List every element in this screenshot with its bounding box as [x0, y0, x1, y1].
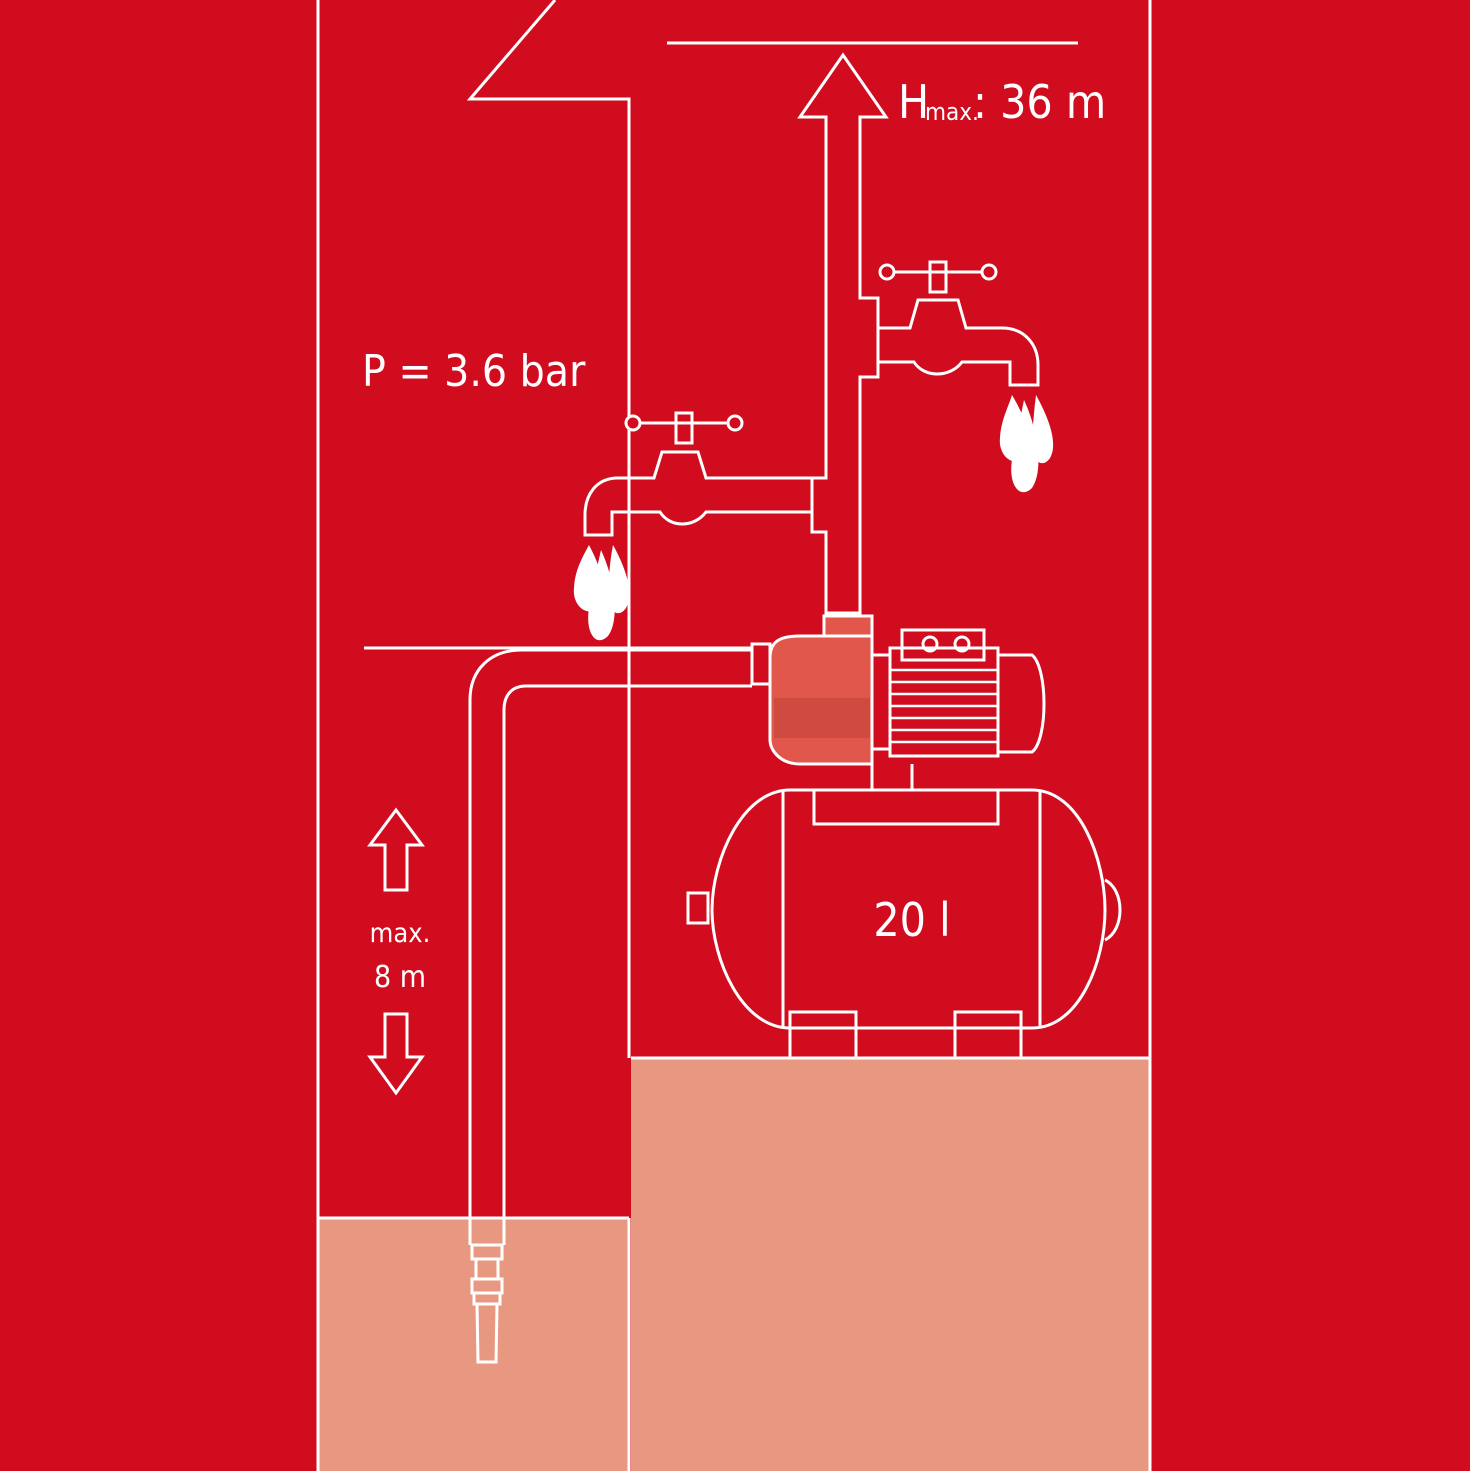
- foot-valve-icon: [470, 1243, 504, 1364]
- suction-pipe: [468, 648, 752, 1245]
- water-drops-icon: [573, 545, 630, 641]
- up-arrow-icon: [367, 807, 425, 892]
- frame-lines: [316, 0, 1152, 1471]
- tank-volume-label: 20 l: [873, 893, 950, 947]
- house-roof-outline: [466, 0, 631, 1058]
- floor-ground: [631, 1058, 1150, 1471]
- delivery-pipe: [797, 52, 889, 615]
- pressure-label: P = 3.6 bar: [362, 346, 586, 397]
- head-label-prefix: H: [898, 75, 929, 129]
- down-arrow-icon: [367, 1012, 425, 1096]
- head-label-value: : 36 m: [973, 75, 1106, 129]
- pump-motor-icon: [750, 614, 1046, 792]
- suction-max-label: max.: [370, 918, 431, 949]
- faucet-icon: [583, 411, 812, 537]
- water-drops-icon: [999, 395, 1054, 493]
- suction-value-label: 8 m: [374, 960, 426, 995]
- pressure-tank-icon: [686, 788, 1122, 1060]
- head-label-sub: max.: [925, 98, 979, 126]
- faucet-icon: [876, 260, 1040, 387]
